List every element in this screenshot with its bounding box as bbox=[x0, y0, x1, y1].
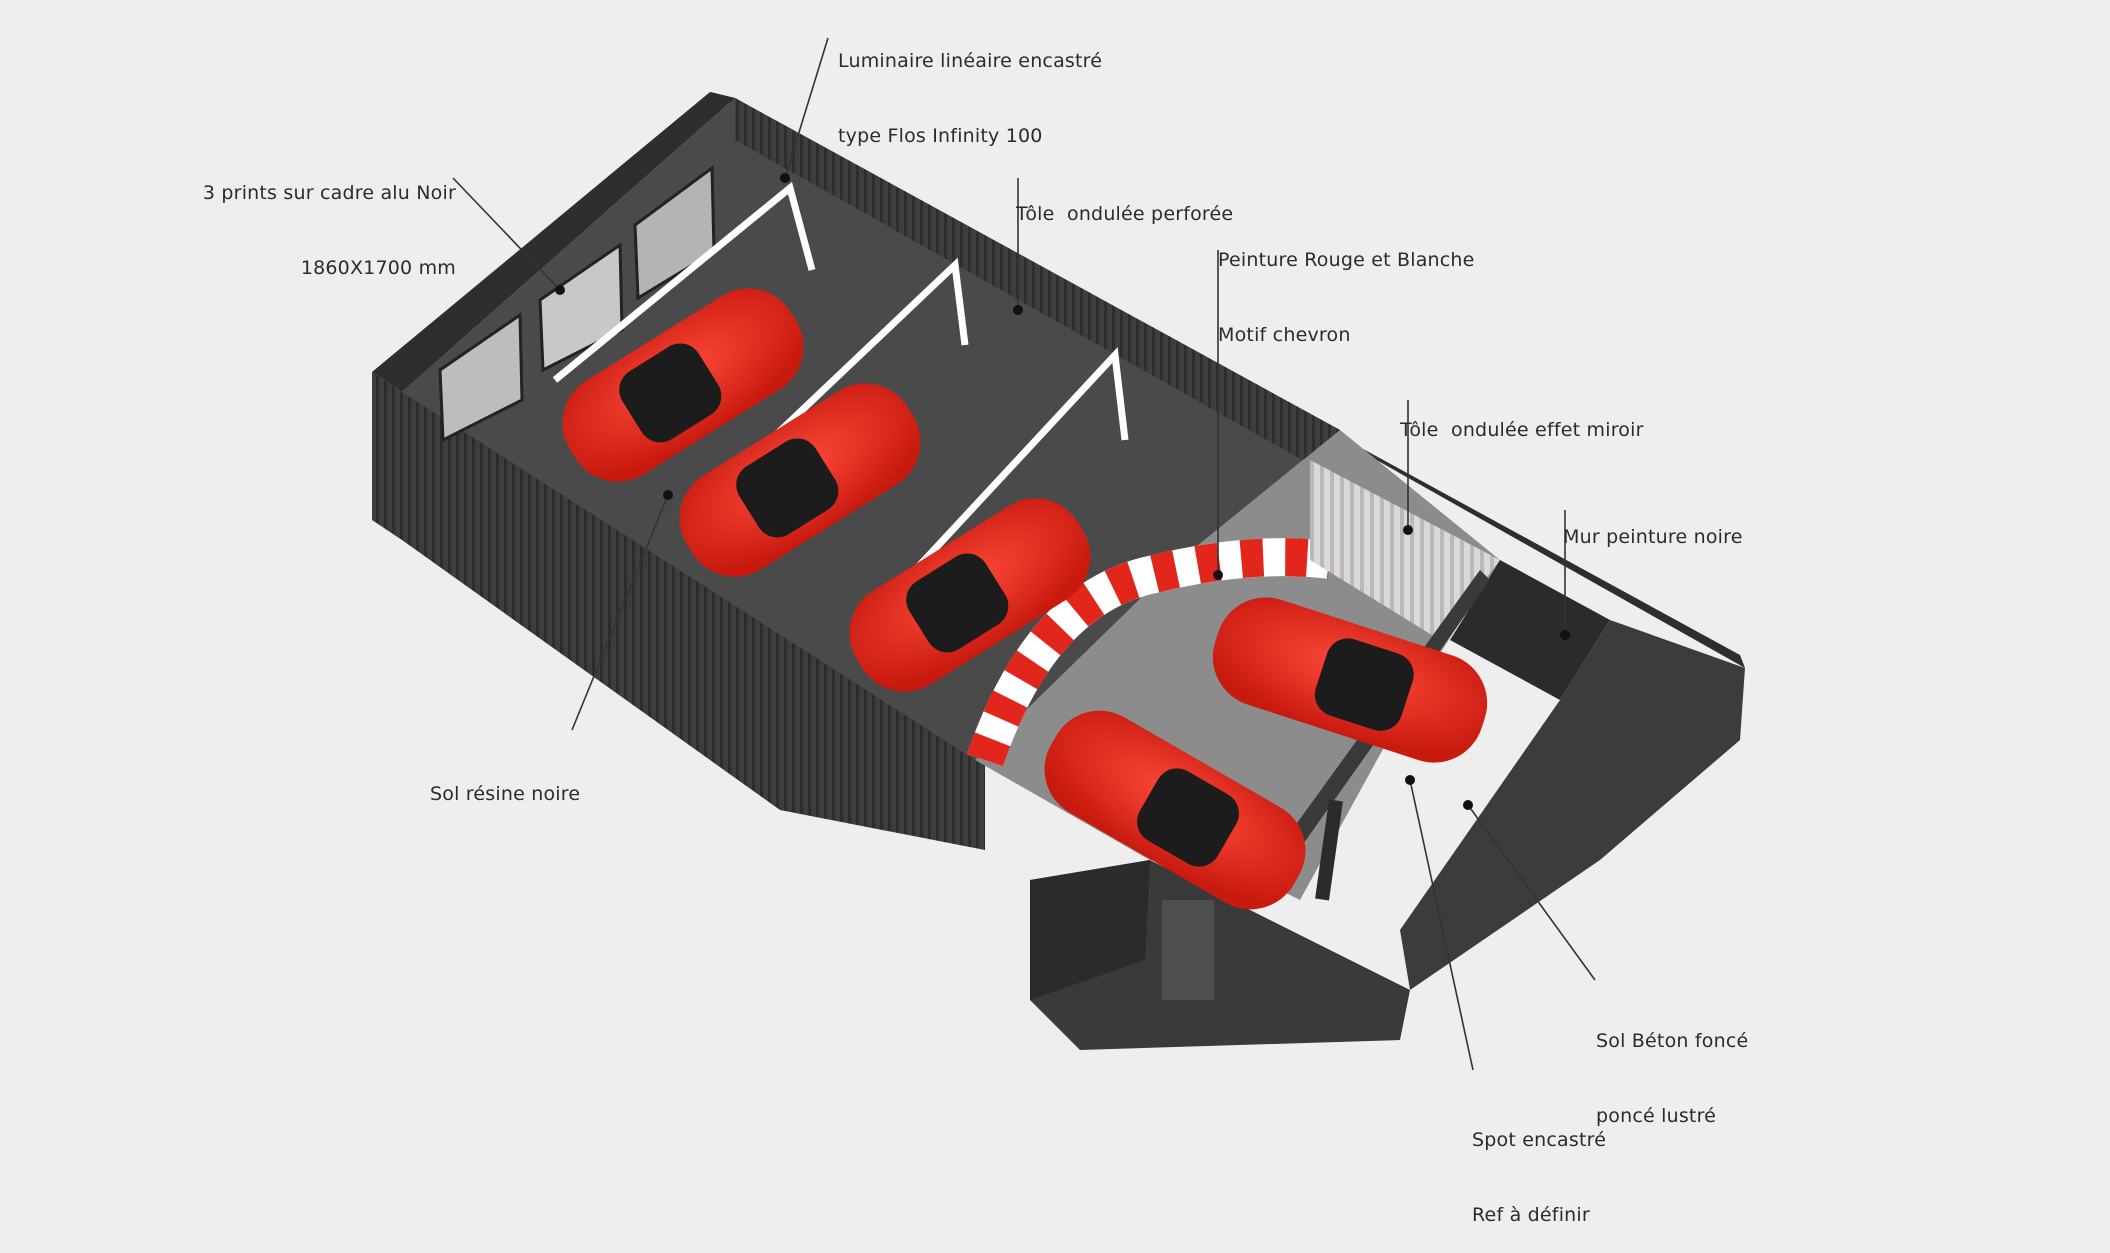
leader-luminaire bbox=[784, 37, 829, 179]
callout-prints: 3 prints sur cadre alu Noir 1860X1700 mm bbox=[170, 131, 456, 306]
leader-sol-beton bbox=[1467, 804, 1596, 981]
callout-spot: Spot encastré Ref à définir bbox=[1472, 1078, 1606, 1253]
callout-sol-beton: Sol Béton foncé poncé lustré bbox=[1596, 979, 1748, 1154]
leader-prints bbox=[452, 177, 561, 291]
callout-mur-noir: Mur peinture noire bbox=[1563, 475, 1743, 575]
callout-tole-perforee: Tôle ondulée perforée bbox=[1016, 152, 1233, 252]
callout-luminaire-line1: Luminaire linéaire encastré bbox=[838, 50, 1103, 72]
callout-prints-line1: 3 prints sur cadre alu Noir bbox=[202, 182, 456, 204]
callout-peinture: Peinture Rouge et Blanche Motif chevron bbox=[1218, 198, 1475, 373]
door bbox=[1162, 900, 1214, 1000]
car-2 bbox=[679, 383, 921, 577]
callout-sol-beton-line1: Sol Béton foncé bbox=[1596, 1030, 1749, 1052]
callout-luminaire: Luminaire linéaire encastré type Flos In… bbox=[838, 0, 1102, 174]
callout-tole-miroir-line1: Tôle ondulée effet miroir bbox=[1400, 419, 1644, 441]
callout-prints-line2: 1860X1700 mm bbox=[300, 257, 456, 279]
callout-sol-beton-line2: poncé lustré bbox=[1596, 1105, 1717, 1127]
callout-peinture-line1: Peinture Rouge et Blanche bbox=[1218, 249, 1475, 271]
callout-sol-resine: Sol résine noire bbox=[430, 732, 580, 832]
car-4 bbox=[1212, 597, 1488, 763]
callout-tole-perforee-line1: Tôle ondulée perforée bbox=[1016, 203, 1234, 225]
cars bbox=[562, 288, 1488, 910]
leader-lines bbox=[452, 37, 1596, 1071]
car-1 bbox=[562, 288, 804, 482]
leader-dots bbox=[555, 173, 1570, 810]
callout-peinture-line2: Motif chevron bbox=[1218, 324, 1351, 346]
linear-lights bbox=[552, 181, 1129, 611]
callout-spot-line2: Ref à définir bbox=[1472, 1204, 1590, 1226]
callout-mur-noir-line1: Mur peinture noire bbox=[1563, 526, 1743, 548]
leader-sol-resine bbox=[571, 494, 669, 731]
car-5 bbox=[1044, 710, 1306, 910]
leader-spot bbox=[1409, 779, 1474, 1071]
garage-illustration bbox=[372, 37, 1745, 1071]
garage-diagram: Luminaire linéaire encastré type Flos In… bbox=[170, 0, 1748, 1226]
callout-luminaire-line2: type Flos Infinity 100 bbox=[838, 125, 1043, 147]
callout-sol-resine-line1: Sol résine noire bbox=[430, 783, 581, 805]
callout-tole-miroir: Tôle ondulée effet miroir bbox=[1400, 368, 1644, 468]
car-3 bbox=[849, 498, 1091, 692]
